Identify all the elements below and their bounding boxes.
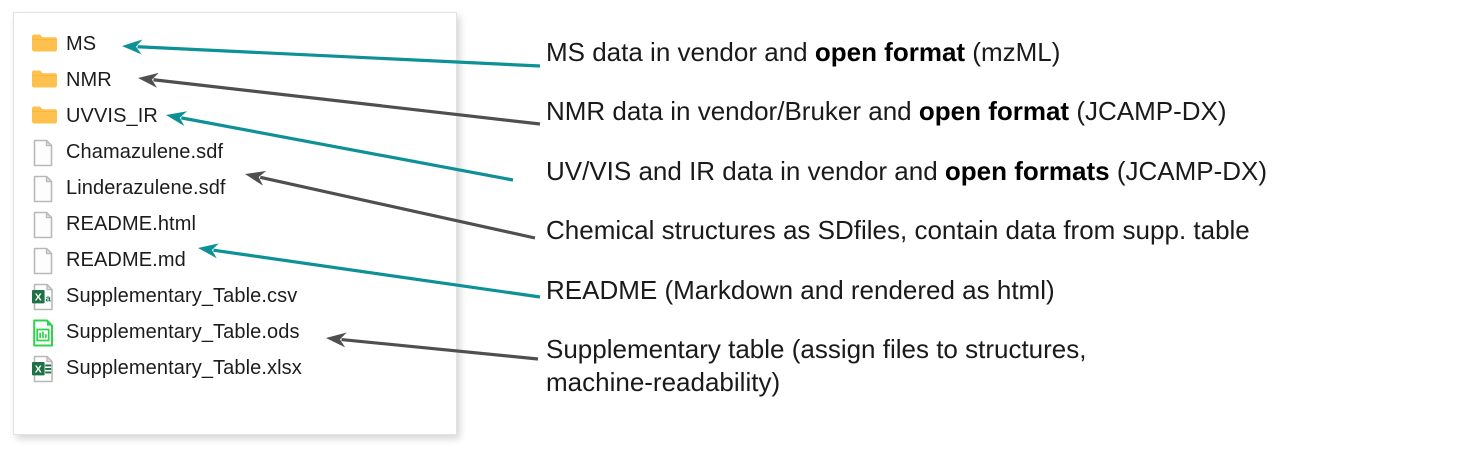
annotation-sdfiles-line-0: Chemical structures as SDfiles, contain … — [546, 214, 1250, 247]
annotation-ms-seg-0-0: MS data in vendor and — [546, 37, 815, 67]
annotation-nmr-line-0: NMR data in vendor/Bruker and open forma… — [546, 95, 1227, 128]
svg-text:X: X — [35, 364, 42, 376]
annotation-nmr-seg-0-1: open format — [918, 96, 1070, 126]
annotation-uvvis-ir-line-0: UV/VIS and IR data in vendor and open fo… — [546, 155, 1267, 188]
file-label: README.md — [66, 249, 186, 271]
blank-file-icon — [30, 138, 60, 167]
annotation-supplementary-table-seg-0-0: Supplementary table (assign files to str… — [546, 334, 1087, 364]
svg-text:a: a — [46, 293, 52, 304]
file-label: NMR — [66, 69, 112, 91]
annotation-uvvis-ir-seg-0-0: UV/VIS and IR data in vendor and — [546, 156, 945, 186]
blank-file-icon — [30, 210, 60, 239]
file-row[interactable]: MS — [14, 26, 456, 62]
file-row[interactable]: Supplementary_Table.ods — [14, 314, 456, 350]
annotation-sdfiles-seg-0-0: Chemical structures as SDfiles, contain … — [546, 215, 1250, 245]
annotation-supplementary-table-seg-1-0: machine-readability) — [546, 367, 781, 398]
file-row[interactable]: UVVIS_IR — [14, 98, 456, 134]
calc-ods-icon — [30, 318, 60, 347]
annotation-uvvis-ir: UV/VIS and IR data in vendor and open fo… — [546, 155, 1267, 188]
annotation-uvvis-ir-seg-0-2: (JCAMP-DX) — [1109, 156, 1268, 186]
file-row[interactable]: X Supplementary_Table.xlsx — [14, 350, 456, 386]
file-label: Supplementary_Table.csv — [66, 285, 298, 307]
annotation-nmr: NMR data in vendor/Bruker and open forma… — [546, 95, 1227, 128]
annotation-ms-seg-0-1: open format — [814, 37, 966, 67]
svg-text:X: X — [35, 292, 42, 304]
annotation-ms-line-0: MS data in vendor and open format (mzML) — [546, 36, 1060, 69]
blank-file-icon — [30, 246, 60, 275]
folder-icon — [30, 30, 60, 58]
annotation-ms-seg-0-2: (mzML) — [965, 37, 1061, 67]
blank-file-icon — [30, 174, 60, 203]
file-row[interactable]: README.md — [14, 242, 456, 278]
file-row[interactable]: README.html — [14, 206, 456, 242]
annotation-readme-seg-0-0: README (Markdown and rendered as html) — [546, 275, 1055, 305]
file-label: Supplementary_Table.xlsx — [66, 357, 302, 379]
file-label: Chamazulene.sdf — [66, 141, 224, 163]
annotation-nmr-seg-0-2: (JCAMP-DX) — [1069, 96, 1227, 126]
excel-xlsx-icon: X — [30, 354, 60, 383]
file-label: MS — [66, 33, 97, 55]
file-label: Supplementary_Table.ods — [66, 321, 300, 343]
file-label: README.html — [66, 213, 197, 235]
annotation-readme: README (Markdown and rendered as html) — [546, 274, 1055, 307]
folder-icon — [30, 66, 60, 94]
annotation-nmr-seg-0-0: NMR data in vendor/Bruker and — [546, 96, 919, 126]
file-row[interactable]: NMR — [14, 62, 456, 98]
annotation-sdfiles: Chemical structures as SDfiles, contain … — [546, 214, 1250, 247]
annotation-supplementary-table: Supplementary table (assign files to str… — [546, 333, 1086, 400]
annotation-readme-line-0: README (Markdown and rendered as html) — [546, 274, 1055, 307]
file-label: Linderazulene.sdf — [66, 177, 226, 199]
annotation-uvvis-ir-seg-0-1: open formats — [944, 156, 1110, 186]
file-row[interactable]: Linderazulene.sdf — [14, 170, 456, 206]
folder-icon — [30, 102, 60, 130]
annotation-supplementary-table-line-1: machine-readability) — [546, 366, 1086, 399]
file-label: UVVIS_IR — [66, 105, 158, 127]
file-row[interactable]: Chamazulene.sdf — [14, 134, 456, 170]
annotation-ms: MS data in vendor and open format (mzML) — [546, 36, 1060, 69]
annotation-supplementary-table-line-0: Supplementary table (assign files to str… — [546, 333, 1086, 366]
